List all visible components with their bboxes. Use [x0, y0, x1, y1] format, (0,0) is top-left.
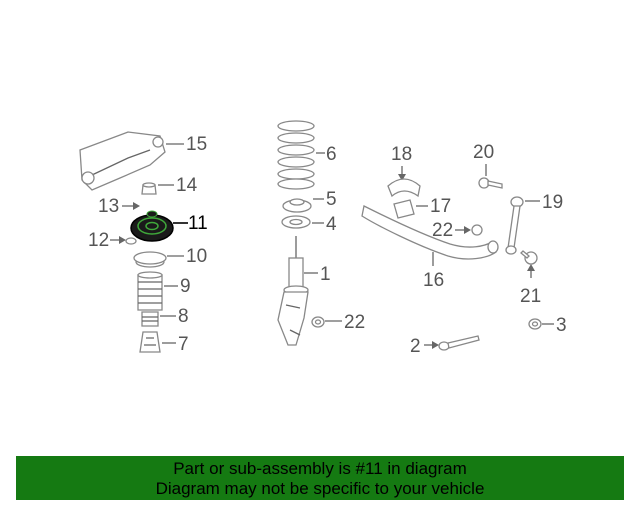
callout-15: 15 — [186, 134, 207, 155]
part-6-coil-spring — [277, 120, 325, 190]
callout-10: 10 — [186, 246, 207, 267]
callout-1: 1 — [320, 264, 331, 285]
callout-13: 13 — [98, 196, 119, 217]
callout-19: 19 — [542, 192, 563, 213]
part-3-nut — [528, 318, 554, 330]
callout-14: 14 — [176, 175, 198, 196]
callout-3: 3 — [556, 315, 567, 336]
part-21-link-nut — [520, 250, 538, 278]
part-10-bearing-plate — [133, 251, 184, 268]
callout-5: 5 — [326, 189, 337, 210]
part-19-stabilizer-link — [505, 196, 540, 255]
callout-12: 12 — [88, 230, 109, 251]
callout-8: 8 — [178, 306, 189, 327]
part-9-dust-boot — [137, 271, 178, 311]
part-4-spring-pad — [281, 215, 324, 229]
part-22-nut-bar — [471, 224, 483, 236]
callout-21: 21 — [520, 286, 541, 307]
callout-22-lower: 22 — [344, 312, 365, 333]
part-17-bushing — [393, 199, 428, 219]
part-info-banner: Part or sub-assembly is #11 in diagram D… — [16, 456, 624, 500]
callout-20: 20 — [473, 142, 494, 163]
part-14-bump-stop — [141, 182, 174, 195]
callout-11: 11 — [188, 213, 208, 234]
callout-4: 4 — [326, 214, 337, 235]
part-2-bolt — [438, 335, 480, 351]
part-11-strut-mount — [130, 210, 188, 242]
callout-16: 16 — [423, 270, 444, 291]
callout-9: 9 — [180, 276, 191, 297]
callout-2: 2 — [410, 336, 421, 357]
callout-17: 17 — [430, 196, 451, 217]
part-20-bolt — [478, 177, 503, 189]
banner-line-2: Diagram may not be specific to your vehi… — [155, 479, 485, 498]
part-15-bracket — [79, 131, 184, 191]
callout-6: 6 — [326, 144, 337, 165]
callout-18: 18 — [391, 144, 412, 165]
callout-22-upper: 22 — [432, 220, 453, 241]
part-1-strut — [277, 236, 318, 346]
banner-line-1: Part or sub-assembly is #11 in diagram — [173, 459, 467, 478]
part-5-spring-seat — [282, 198, 324, 213]
part-18-bushing-clamp — [387, 178, 421, 198]
part-16-stabilizer-bar — [361, 205, 499, 266]
part-22-nut-strut — [311, 316, 342, 328]
part-8-spring-insulator — [141, 311, 176, 327]
part-12-nut — [125, 237, 137, 245]
callout-7: 7 — [178, 334, 189, 355]
exploded-parts-diagram: 15 14 13 11 12 10 9 8 — [79, 120, 567, 357]
part-7-bump-stop-lower — [139, 331, 176, 353]
